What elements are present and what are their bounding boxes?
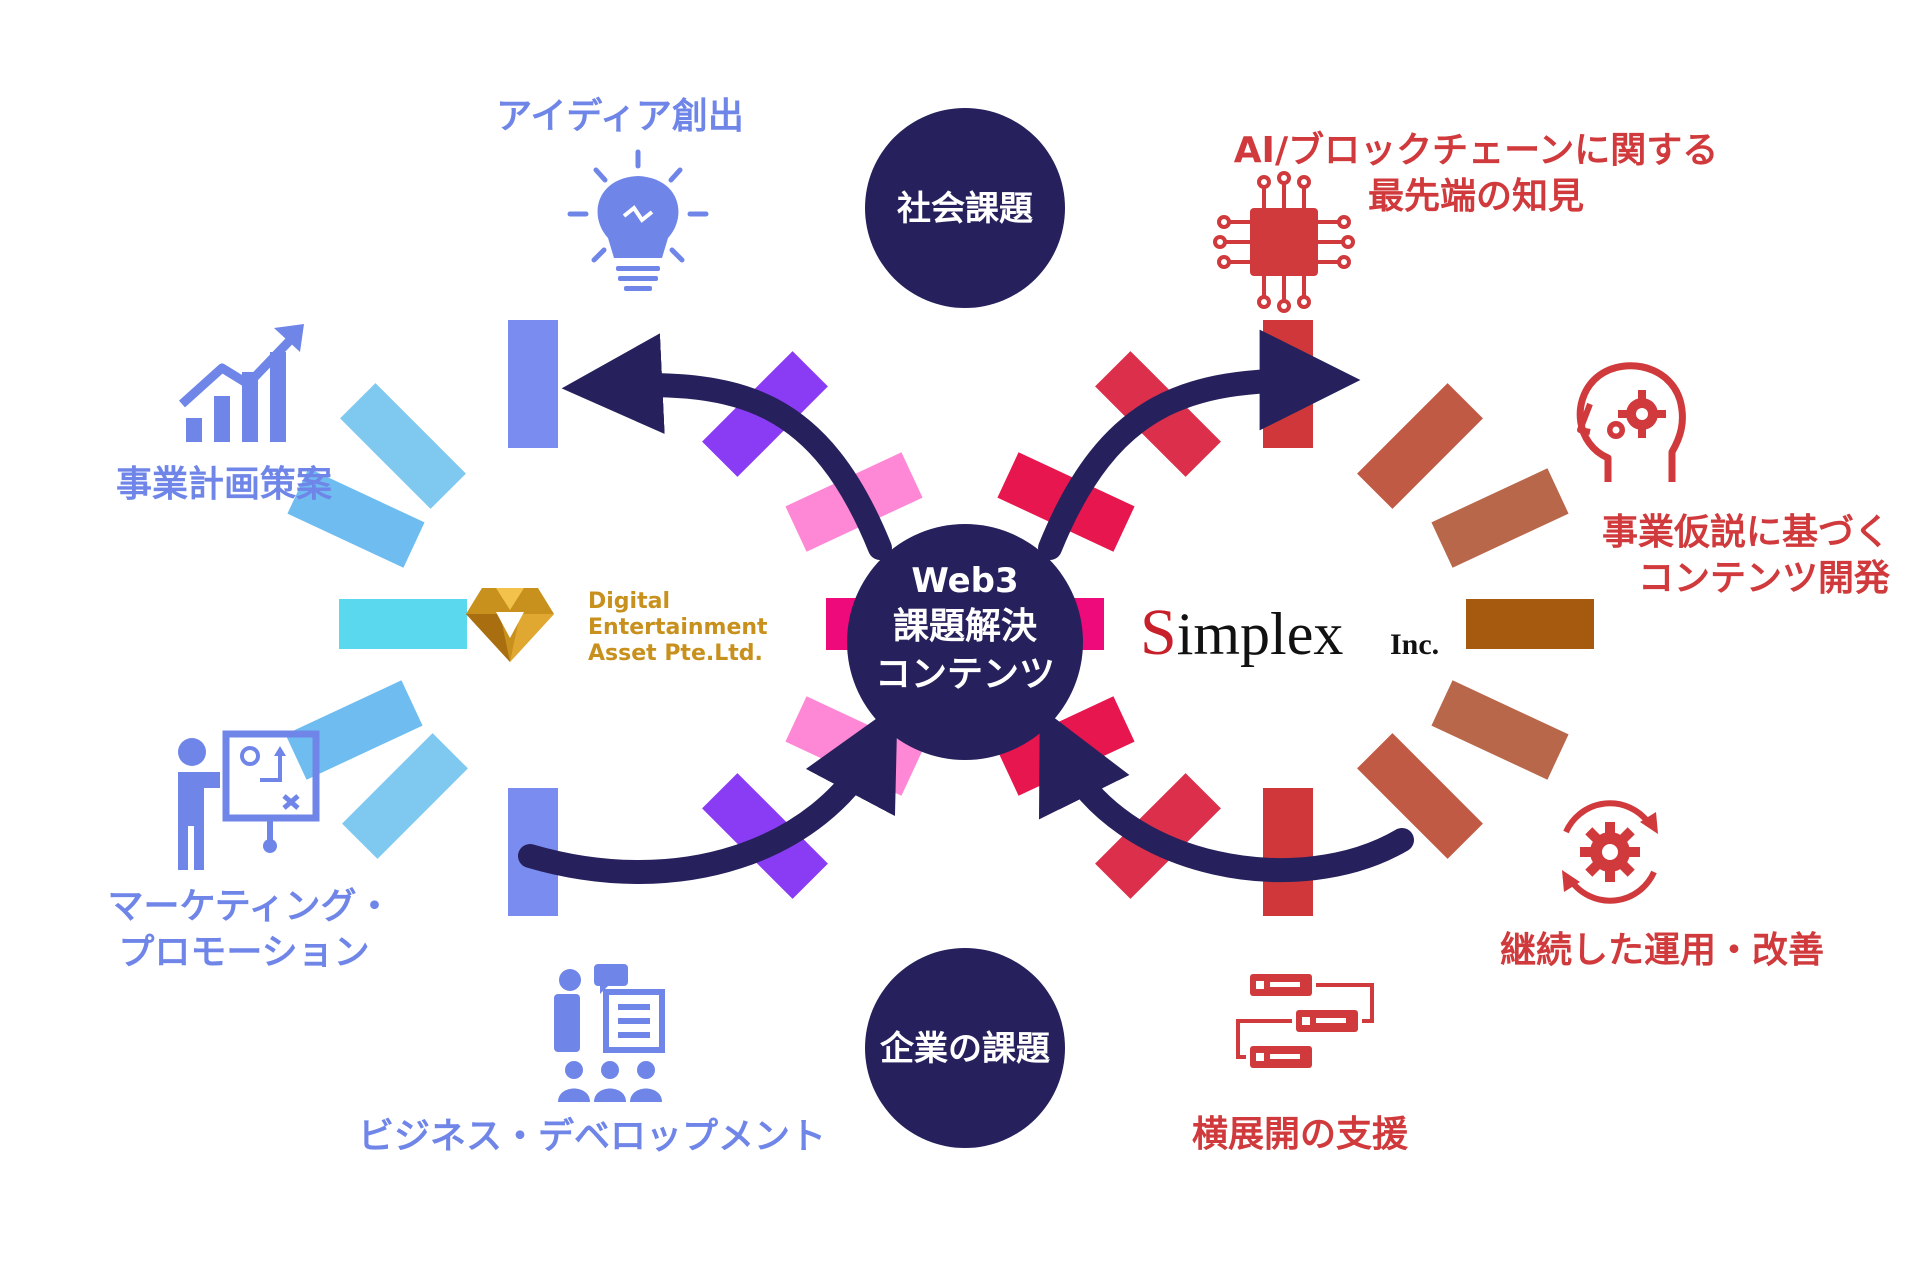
left-ray-upper-left bbox=[340, 383, 466, 509]
label-bizdev: ビジネス・デベロップメント bbox=[358, 1115, 826, 1157]
arrow-center-to-left-top bbox=[561, 333, 892, 560]
top-circle bbox=[865, 108, 1065, 308]
label-idea: アイディア創出 bbox=[496, 95, 744, 137]
label-expansion: 横展開の支援 bbox=[1192, 1114, 1409, 1155]
flow-arrows bbox=[518, 329, 1414, 885]
right-ray-bottom bbox=[1263, 788, 1313, 916]
left-ray-left-up bbox=[287, 468, 425, 568]
arrow-right-bottom-to-center bbox=[1039, 706, 1414, 883]
label-ai-line2: 最先端の知見 bbox=[1368, 176, 1584, 217]
diamond-emblem-icon bbox=[466, 588, 554, 662]
chip-icon bbox=[1213, 171, 1355, 313]
label-marketing-line2: プロモーション bbox=[118, 932, 369, 973]
left-company-line3: Asset Pte.Ltd. bbox=[588, 641, 763, 666]
right-ray-lower-right bbox=[1357, 733, 1483, 859]
right-company-logo: Simplex Inc. bbox=[1140, 596, 1439, 669]
label-hypothesis-line2: コンテンツ開発 bbox=[1638, 558, 1891, 599]
growth-chart-icon bbox=[178, 324, 304, 442]
right-ray-right bbox=[1466, 599, 1594, 649]
left-ray-left bbox=[339, 599, 467, 649]
center-line2: 課題解決 bbox=[893, 606, 1037, 647]
label-marketing-line1: マーケティング・ bbox=[107, 886, 392, 927]
label-operation: 継続した運用・改善 bbox=[1500, 930, 1824, 971]
left-ray-top bbox=[508, 320, 558, 448]
right-company-suffix: Inc. bbox=[1390, 628, 1439, 661]
label-plan: 事業計画策案 bbox=[116, 464, 333, 505]
right-ray-upper-right bbox=[1357, 383, 1483, 509]
top-circle-label: 社会課題 bbox=[897, 189, 1033, 229]
bottom-circle bbox=[865, 948, 1065, 1148]
bottom-circle-label: 企業の課題 bbox=[880, 1029, 1050, 1069]
center-line1: Web3 bbox=[911, 561, 1018, 601]
label-hypothesis-line1: 事業仮説に基づく bbox=[1602, 512, 1890, 553]
flow-list-icon bbox=[1236, 974, 1374, 1068]
left-ray-lower-left bbox=[342, 733, 468, 859]
left-ray-left-down bbox=[285, 680, 423, 780]
head-gear-icon bbox=[1576, 362, 1686, 482]
right-company-name: Simplex bbox=[1140, 596, 1343, 669]
arrow-center-to-right-top bbox=[1038, 329, 1361, 560]
left-company-line2: Entertainment bbox=[588, 615, 768, 640]
right-ray-right-down bbox=[1431, 680, 1569, 780]
left-company-line1: Digital bbox=[588, 589, 670, 614]
label-ai-line1: AI/ブロックチェーンに関する bbox=[1234, 129, 1719, 171]
gear-cycle-icon bbox=[1562, 800, 1658, 904]
arrow-left-bottom-to-center bbox=[518, 703, 898, 885]
center-circle bbox=[847, 524, 1083, 760]
business-presentation-icon bbox=[554, 964, 665, 1102]
center-line3: コンテンツ bbox=[875, 654, 1055, 695]
left-company-logo: Digital Entertainment Asset Pte.Ltd. bbox=[466, 588, 768, 666]
lightbulb-icon bbox=[567, 149, 709, 291]
presenter-board-icon bbox=[168, 730, 320, 870]
right-ray-right-up bbox=[1431, 468, 1569, 568]
